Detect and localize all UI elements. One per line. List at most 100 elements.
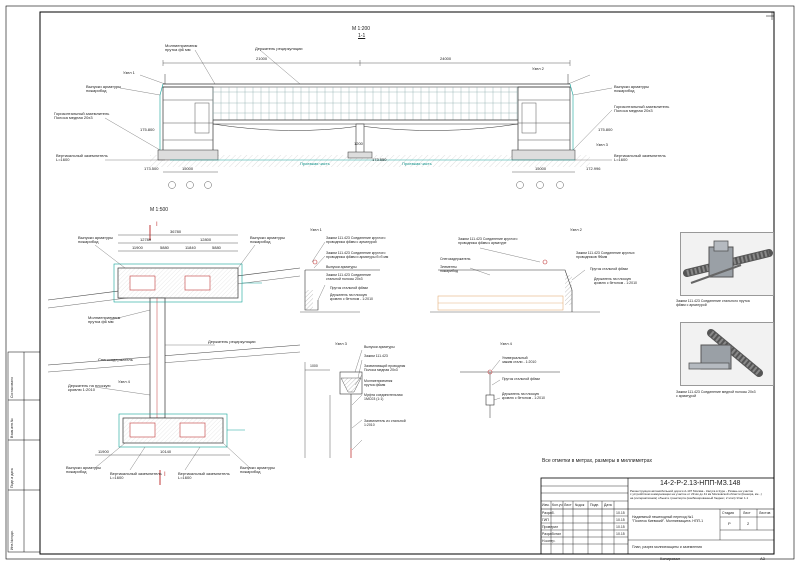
elevation-horiz-right: Горизонтальный заземлитель Полоса медная…	[614, 104, 670, 113]
title-copied: Копировал	[660, 556, 681, 561]
node3-text4: Молниеприемник прутка ф6мм	[364, 379, 393, 387]
node1-text4: Зажим 111.423 Соединение стальной полосы…	[326, 273, 371, 281]
clamp-photo-2	[680, 322, 774, 386]
plan-section-bottom: I	[164, 472, 166, 478]
elevation-mark-l1: 175.800	[140, 127, 155, 132]
plan-dim-d: 5880	[212, 245, 221, 250]
node2-text2: Снегозадержатель	[440, 257, 471, 261]
node3-text5: Муфта соединительная 1МС03 (1:1)	[364, 393, 403, 401]
node4-title: Узел 4	[500, 341, 512, 346]
side-stamp-c: Подп.и дата	[10, 468, 14, 488]
elevation-road-left: Проезжая часть	[300, 161, 330, 166]
node4-text2: Пруток стальной ф6мм	[502, 377, 540, 381]
node3-title: Узел 3	[335, 341, 347, 346]
node1-text1: Зажим 111.423 Соединение круглого провод…	[326, 236, 386, 244]
tb-role-3: Проверил	[542, 525, 559, 529]
plan-vypusk-tr: Выпуски арматуры пожарибод	[250, 235, 286, 244]
node1-text5: Пруток стальной ф6мм	[330, 286, 368, 290]
clamp-rebar-icon	[681, 233, 773, 295]
title-code: 14-2-Р-2.13-НПП-МЗ.148	[660, 480, 741, 487]
tb-role-5: Н.контр.	[542, 539, 556, 543]
side-stamp-b: Взам.инв.№	[10, 418, 14, 438]
elevation-vypusk-left: Выпуски арматуры пожарибод	[86, 84, 122, 93]
elevation-node1-label: Узел 1	[123, 70, 135, 75]
elevation-dim-left: 15000	[182, 166, 194, 171]
clamp-photo-1	[680, 232, 774, 296]
plan-vert-br: Вертикальный заземлитель L=1600	[178, 471, 230, 480]
tb-date-3: 10.15	[616, 525, 625, 529]
node2-text5: Пруток стальной ф6мм	[590, 267, 628, 271]
plan-derzh: Держатель на плоскую кровлю 1:2010	[68, 383, 111, 392]
node2-drawing	[430, 247, 600, 313]
tb-date-1: 10.15	[616, 511, 625, 515]
tb-role-4: Разработал	[542, 532, 562, 536]
title-sheets-label: Листов	[759, 511, 771, 515]
tb-col-list: Лист	[564, 503, 572, 507]
plan-dim-c: 11840	[185, 245, 196, 250]
tb-col-podp: Подп.	[590, 503, 600, 507]
plan-holder: Держатель рециркуляции	[208, 339, 256, 344]
title-stage-label: Стадия	[722, 511, 734, 515]
node1-text2: Зажим 111.423 Соединение круглого провод…	[326, 251, 389, 259]
title-sheet-label: Лист	[743, 511, 751, 515]
elevation-mark-mid: 173.550	[372, 157, 387, 162]
node2-text3: Элементы пожарибод	[440, 265, 458, 273]
plan-dim-top2: 12780	[140, 237, 152, 242]
plan-vypusk-tl: Выпуски арматуры пожарибод	[78, 235, 114, 244]
plan-vypusk-br: Выпуски арматуры пожарибод	[240, 465, 276, 474]
elevation-node3-label: Узел 3	[596, 142, 608, 147]
node4-text1: Универсальный зажим стали - 1:2010	[502, 356, 537, 364]
elevation-horiz-left: Горизонтальный заземлитель Полоса медная…	[54, 111, 110, 120]
plan-vert-bl: Вертикальный заземлитель L=1600	[110, 471, 162, 480]
node1-title: Узел 1	[310, 227, 322, 232]
node3-drawing	[304, 349, 363, 458]
node3-text3: Заземляющий проводник Полоса медная 20х3	[364, 364, 406, 372]
tb-date-4: 10.15	[616, 532, 625, 536]
tb-col-kol: Кол.уч	[552, 503, 563, 507]
plan-dim-bottom1: 11900	[98, 449, 109, 454]
plan-snega: Снегозадержатель	[98, 357, 133, 362]
plan-dim-bottom2: 10140	[160, 449, 172, 454]
node3-text1: Выпуски арматуры	[364, 345, 395, 349]
elevation-vert-right: Вертикальный заземлитель L=1600	[614, 153, 666, 162]
node2-text1: Зажим 111.423 Соединение круглого провод…	[458, 237, 518, 245]
side-stamp	[7, 351, 41, 553]
side-stamp-a: Согласовано	[10, 376, 14, 398]
elevation-section: 1-1	[358, 33, 366, 39]
plan-dim-b: 5880	[160, 245, 169, 250]
elevation-holder-label: Держатель рециркуляции	[255, 46, 303, 51]
title-sheet-title: План, разрез молниезащиты и заземления	[632, 545, 702, 549]
plan-vypusk-bl: Выпуски арматуры пожарибод	[66, 465, 102, 474]
plan-dim-top3: 12800	[200, 237, 212, 242]
node3-dim1: 1000	[310, 364, 318, 368]
title-project: Реконструкция автомобильной дороги А-107…	[630, 489, 762, 500]
elevation-mark-l2: 173.500	[144, 166, 159, 171]
title-sheet: 2	[747, 521, 750, 526]
node4-drawing	[460, 359, 560, 418]
tb-role-2: ГИП	[542, 518, 549, 522]
plan-section-top: I	[156, 222, 158, 228]
tb-col-ndok: №док	[575, 503, 585, 507]
node2-text4: Зажим 111.423 Соединение круглых проводн…	[576, 251, 635, 259]
elevation-road-right: Проезжая часть	[402, 161, 432, 166]
tb-col-izm: Изм.	[542, 503, 550, 507]
title-stage: Р	[728, 521, 731, 526]
elevation-dim-right: 15000	[535, 166, 547, 171]
title-object: Надземный пешеходный переход №1 "Поселок…	[632, 515, 704, 524]
photo-caption-2: Зажим 111.423 Соединение медной полосы 2…	[676, 390, 756, 398]
node1-drawing	[300, 241, 380, 313]
plan-dim-a: 11900	[132, 245, 143, 250]
elevation-mark-r2: 172.996	[586, 166, 601, 171]
photo-caption-1: Зажим 111.423 Соединение стального прутк…	[676, 299, 750, 307]
tb-role-1: Разраб.	[542, 511, 555, 515]
elevation-view	[104, 49, 613, 189]
title-format: А3	[760, 556, 765, 561]
general-note: Все отметки в метрах, размеры в миллимет…	[542, 458, 652, 464]
elevation-vert-left: Вертикальный заземлитель L=1600	[56, 153, 108, 162]
elevation-mark-r1: 175.800	[598, 127, 613, 132]
node1-text3: Выпуски арматуры	[326, 265, 357, 269]
elevation-node2-label: Узел 2	[532, 66, 544, 71]
plan-molnie: Молниеприемник прутка ф6 мм	[88, 315, 121, 324]
